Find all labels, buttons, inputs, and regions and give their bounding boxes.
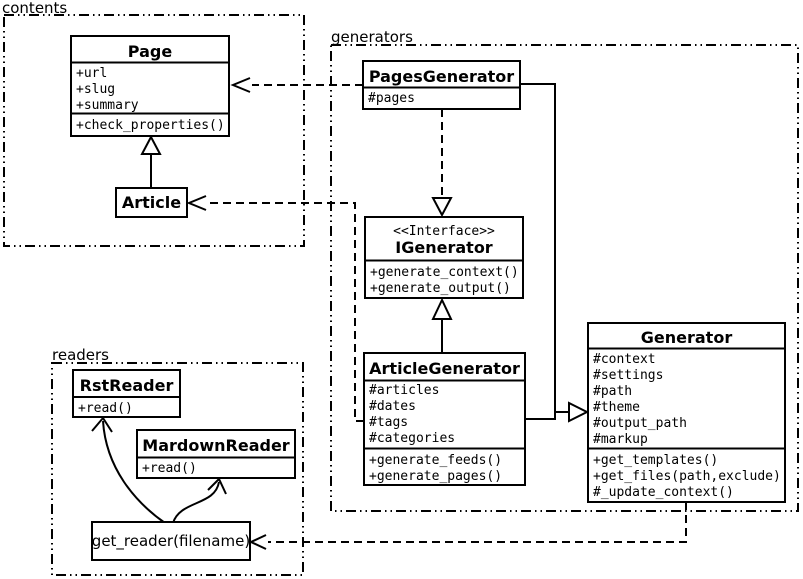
class-title: IGenerator <box>395 238 493 257</box>
inheritance-generators-to-generator <box>520 83 590 423</box>
flow-curve <box>102 420 166 524</box>
class-method: +read() <box>142 461 197 476</box>
class-box-pagesgenerator: PagesGenerator #pages <box>362 60 521 110</box>
class-title: Article <box>122 193 181 212</box>
class-box-mardownreader: MardownReader +read() <box>136 429 296 479</box>
class-attribute: #output_path <box>593 416 687 431</box>
class-title: RstReader <box>80 376 174 395</box>
realization-pagesgenerator-to-igenerator <box>431 109 453 218</box>
package-generators: generators <box>330 28 799 512</box>
class-box-generator: Generator #context #settings #path #them… <box>587 322 786 503</box>
class-method: +read() <box>78 401 133 416</box>
class-box-igenerator: <<Interface>> IGenerator +generate_conte… <box>364 216 524 299</box>
class-attribute: #settings <box>593 368 663 383</box>
dependency-pagesgenerator-to-page <box>230 77 363 93</box>
package-contents: contents <box>2 0 305 247</box>
class-border <box>587 322 786 503</box>
inheritance-line-pagesgenerator <box>520 83 556 419</box>
package-readers-border <box>51 362 304 576</box>
class-attribute: #tags <box>369 415 408 430</box>
class-attribute: #pages <box>368 91 415 106</box>
class-title: PagesGenerator <box>369 67 514 86</box>
package-readers: readers <box>51 346 304 576</box>
class-method: +generate_feeds() <box>369 453 502 468</box>
class-border <box>136 429 296 479</box>
dependency-articlegenerator-to-article <box>186 195 364 422</box>
open-arrowhead-icon <box>91 416 113 433</box>
inheritance-article-to-page <box>140 134 162 188</box>
realization-articlegenerator-to-igenerator <box>431 297 453 353</box>
node-border <box>91 521 251 561</box>
class-attribute: #categories <box>369 431 455 446</box>
package-contents-label: contents <box>2 0 67 17</box>
class-title: MardownReader <box>142 436 290 455</box>
flow-getreader-to-mardownreader <box>172 477 227 524</box>
class-border <box>363 352 526 486</box>
class-method: +check_properties() <box>76 118 225 133</box>
class-title: Generator <box>641 328 733 347</box>
class-attribute: #markup <box>593 432 648 447</box>
class-attribute: #path <box>593 384 632 399</box>
class-method: #_update_context() <box>593 485 734 500</box>
class-box-rstreader: RstReader +read() <box>72 369 181 418</box>
class-box-page: Page +url +slug +summary +check_properti… <box>70 35 230 137</box>
class-attribute: +summary <box>76 98 139 113</box>
class-attribute: #context <box>593 352 656 367</box>
open-arrowhead-icon <box>248 534 267 550</box>
class-attribute: #articles <box>369 383 439 398</box>
inheritance-triangle-icon <box>140 134 162 155</box>
dependency-line <box>208 202 364 422</box>
node-label: get_reader(filename) <box>92 532 250 551</box>
class-method: +get_files(path,exclude) <box>593 469 781 484</box>
class-attribute: #theme <box>593 400 640 415</box>
class-border <box>115 187 188 218</box>
class-border <box>362 60 521 110</box>
class-box-articlegenerator: ArticleGenerator #articles #dates #tags … <box>363 352 526 486</box>
class-method: +get_templates() <box>593 453 718 468</box>
node-get-reader: get_reader(filename) <box>91 521 251 561</box>
open-arrowhead-icon <box>230 77 251 93</box>
class-attribute: #dates <box>369 399 416 414</box>
class-attribute: +slug <box>76 82 115 97</box>
dependency-line <box>268 502 687 543</box>
class-method: +generate_output() <box>370 281 511 296</box>
dependency-generator-to-getreader <box>248 502 687 550</box>
realization-triangle-icon <box>431 297 453 320</box>
package-contents-border <box>3 14 305 247</box>
package-generators-label: generators <box>331 28 413 46</box>
class-attribute: +url <box>76 66 107 81</box>
class-title: Page <box>128 42 173 61</box>
realization-triangle-icon <box>431 197 453 218</box>
open-arrowhead-icon <box>186 195 207 211</box>
flow-curve <box>172 481 220 524</box>
package-generators-border <box>330 44 799 512</box>
class-border <box>72 369 181 418</box>
package-readers-label: readers <box>52 346 109 364</box>
inheritance-triangle-icon <box>568 401 590 423</box>
class-box-article: Article <box>115 187 188 218</box>
class-title: ArticleGenerator <box>369 359 520 378</box>
class-stereotype: <<Interface>> <box>393 224 495 239</box>
class-border <box>364 216 524 299</box>
class-border <box>70 35 230 137</box>
class-method: +generate_pages() <box>369 469 502 484</box>
class-method: +generate_context() <box>370 265 519 280</box>
